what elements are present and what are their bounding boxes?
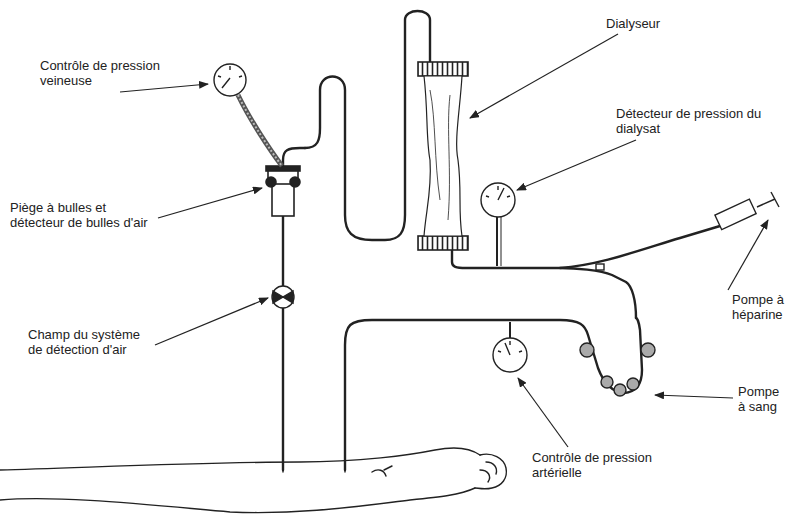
callout-label: Contrôle de pression veineuse <box>40 58 160 88</box>
callout-label: Piège à bulles et détecteur de bulles d'… <box>10 200 160 230</box>
callout-label: Champ du système de détection d'air <box>28 327 158 357</box>
callout-label: Détecteur de pression du dialysat <box>616 106 786 136</box>
callout-label: Pompe à sang <box>738 384 790 414</box>
callout-label: Contrôle de pression artérielle <box>532 450 652 480</box>
callout-label: Dialyseur <box>606 16 660 31</box>
callout-label: Pompe à héparine <box>732 292 792 322</box>
